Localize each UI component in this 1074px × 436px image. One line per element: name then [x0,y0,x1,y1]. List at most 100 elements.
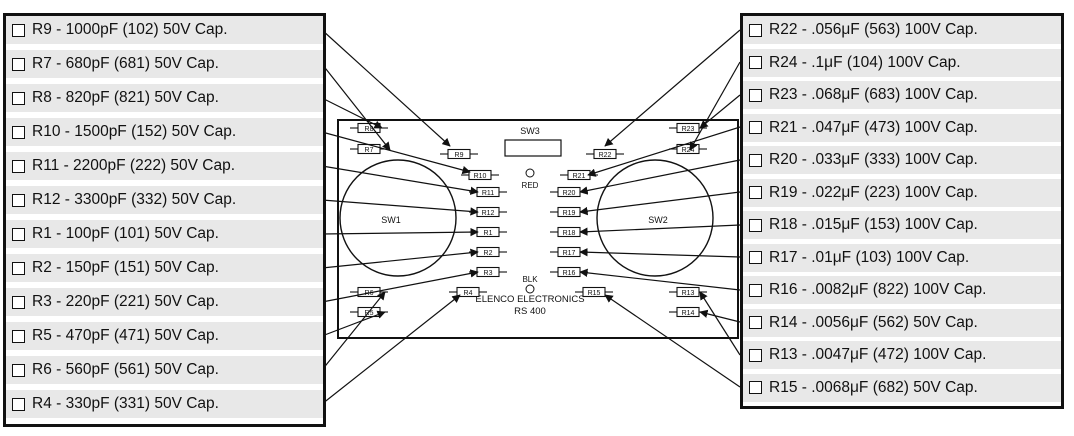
capacitor-checklist-item[interactable]: R19 - .022μF (223) 100V Cap. [743,178,1061,207]
component-label: R23 [682,126,695,133]
capacitor-checklist-item[interactable]: R16 - .0082μF (822) 100V Cap. [743,276,1061,304]
model-label: RS 400 [514,306,546,317]
component-label: R15 [588,290,601,297]
pointer-arrow [321,63,391,151]
sw3-outline [504,139,562,157]
capacitor-checklist-item[interactable]: R18 - .015μF (153) 100V Cap. [743,211,1061,239]
pointer-arrow [579,268,741,291]
capacitor-checklist-item[interactable]: R2 - 150pF (151) 50V Cap. [6,254,323,282]
capacitor-checklist-item[interactable]: R22 - .056μF (563) 100V Cap. [743,16,1061,44]
capacitor-checklist-item[interactable]: R7 - 680pF (681) 50V Cap. [6,50,323,78]
capacitor-checklist-item[interactable]: R15 - .0068μF (682) 50V Cap. [743,373,1061,402]
checkbox-icon[interactable] [12,159,25,173]
checkbox-icon[interactable] [12,227,25,241]
blk-label: BLK [522,275,538,284]
pointer-arrow [321,227,479,237]
checkbox-icon[interactable] [749,316,762,329]
pointer-arrow [321,291,386,371]
pointer-arrow [579,248,741,258]
checkbox-icon[interactable] [12,193,25,207]
red-label: RED [522,181,539,190]
sw1-circle [339,159,457,277]
sw1-label: SW1 [381,215,401,225]
checkbox-icon[interactable] [749,56,762,69]
checkbox-icon[interactable] [749,218,762,232]
checkbox-icon[interactable] [749,381,762,394]
pointer-arrow [321,199,479,216]
item-label: R10 - 1500pF (152) 50V Cap. [32,123,237,140]
component-label: R7 [365,147,374,154]
component-label: R19 [563,210,576,217]
component-label: R21 [573,173,586,180]
checkbox-icon[interactable] [749,121,762,134]
component-label: R24 [682,147,695,154]
capacitor-checklist-item[interactable]: R1 - 100pF (101) 50V Cap. [6,220,323,248]
pointer-arrow [587,126,741,177]
item-label: R21 - .047μF (473) 100V Cap. [769,118,978,136]
capacitor-checklist-item[interactable]: R12 - 3300pF (332) 50V Cap. [6,186,323,214]
right-capacitor-list: R22 - .056μF (563) 100V Cap. R24 - .1μF (… [740,13,1064,409]
item-label: R24 - .1μF (104) 100V Cap. [769,53,961,71]
capacitor-checklist-item[interactable]: R14 - .0056μF (562) 50V Cap. [743,308,1061,337]
pointer-arrow [321,29,451,147]
checkbox-icon[interactable] [749,283,762,297]
checkbox-icon[interactable] [12,125,25,139]
component-label: R18 [563,230,576,237]
pointer-arrow [321,97,383,129]
component-footprint [676,143,700,155]
component-label: R22 [599,152,612,159]
pointer-arrow [321,131,471,175]
checkbox-icon[interactable] [12,397,25,411]
capacitor-checklist-item[interactable]: R17 - .01μF (103) 100V Cap. [743,243,1061,272]
item-label: R12 - 3300pF (332) 50V Cap. [32,191,237,208]
capacitor-checklist-item[interactable]: R10 - 1500pF (152) 50V Cap. [6,118,323,146]
checkbox-icon[interactable] [749,251,762,264]
checkbox-icon[interactable] [12,363,25,377]
component-label: R17 [563,250,576,257]
pointer-arrow [699,94,741,129]
item-label: R11 - 2200pF (222) 50V Cap. [32,157,236,174]
capacitor-checklist-item[interactable]: R4 - 330pF (331) 50V Cap. [6,390,323,418]
component-label: R4 [464,290,473,297]
component-label: R2 [484,250,493,257]
checkbox-icon[interactable] [749,348,762,362]
checkbox-icon[interactable] [12,57,25,71]
checkbox-icon[interactable] [12,329,25,343]
capacitor-checklist-item[interactable]: R5 - 470pF (471) 50V Cap. [6,322,323,350]
component-label: R5 [365,310,374,317]
checkbox-icon[interactable] [12,261,25,275]
checkbox-icon[interactable] [12,23,25,37]
checkbox-icon[interactable] [749,153,762,167]
capacitor-checklist-item[interactable]: R11 - 2200pF (222) 50V Cap. [6,152,323,180]
pointer-arrow [579,159,741,195]
item-label: R14 - .0056μF (562) 50V Cap. [769,313,978,331]
capacitor-checklist-item[interactable]: R3 - 220pF (221) 50V Cap. [6,288,323,316]
capacitor-checklist-item[interactable]: R9 - 1000pF (102) 50V Cap. [6,16,323,44]
item-label: R15 - .0068μF (682) 50V Cap. [769,378,978,396]
component-label: R14 [682,310,695,317]
capacitor-checklist-item[interactable]: R23 - .068μF (683) 100V Cap. [743,81,1061,109]
item-label: R1 - 100pF (101) 50V Cap. [32,225,219,242]
checkbox-icon[interactable] [749,186,762,199]
pointer-arrow [604,294,741,388]
checkbox-icon[interactable] [12,295,25,309]
pointer-arrow [689,61,741,151]
component-footprint [593,148,617,160]
pointer-arrow [321,269,479,303]
component-footprint [456,286,480,298]
item-label: R13 - .0047μF (472) 100V Cap. [769,346,987,363]
pointer-arrow [321,165,479,195]
checkbox-icon[interactable] [12,91,25,105]
capacitor-checklist-item[interactable]: R8 - 820pF (821) 50V Cap. [6,84,323,112]
capacitor-checklist-item[interactable]: R21 - .047μF (473) 100V Cap. [743,113,1061,142]
blk-jack-icon [525,284,535,294]
capacitor-checklist-item[interactable]: R13 - .0047μF (472) 100V Cap. [743,341,1061,369]
checkbox-icon[interactable] [749,23,762,37]
checkbox-icon[interactable] [749,88,762,102]
item-label: R5 - 470pF (471) 50V Cap. [32,327,219,344]
component-label: R20 [563,190,576,197]
capacitor-checklist-item[interactable]: R20 - .033μF (333) 100V Cap. [743,146,1061,174]
capacitor-checklist-item[interactable]: R24 - .1μF (104) 100V Cap. [743,48,1061,77]
capacitor-checklist-item[interactable]: R6 - 560pF (561) 50V Cap. [6,356,323,384]
